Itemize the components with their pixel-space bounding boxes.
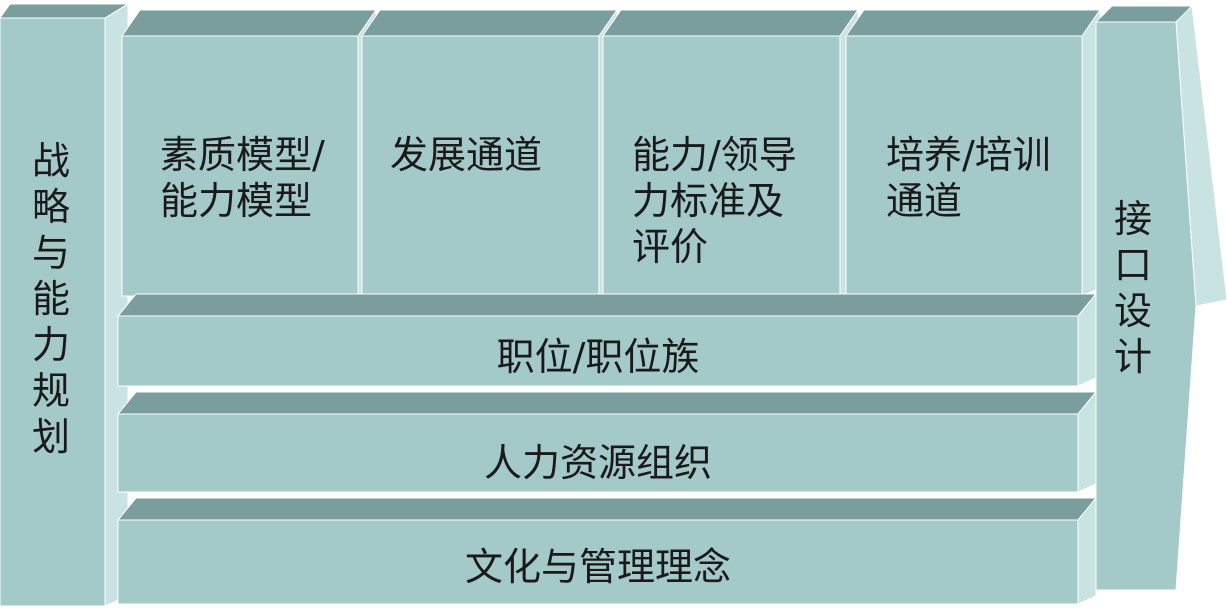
layer-3 [116, 496, 1098, 605]
layer-1 [116, 292, 1098, 387]
layer-2 [116, 390, 1098, 493]
layer-3-label: 文化与管理理念 [464, 545, 731, 589]
top-block-4-label: 培养/培训 通道 [886, 133, 1051, 223]
right-arrow-label: 接口设计 [1113, 197, 1152, 379]
left-pillar-label: 战略与能力规划 [31, 139, 70, 459]
layer-2-label: 人力资源组织 [483, 441, 712, 485]
layer-1-label: 职位/职位族 [496, 335, 700, 379]
top-block-1-label: 素质模型/ 能力模型 [160, 133, 325, 223]
top-block-3 [602, 8, 859, 297]
right-arrow [1094, 4, 1227, 591]
top-block-3-label: 能力/领导 力标准及 评价 [632, 133, 797, 269]
top-block-4 [845, 8, 1101, 297]
top-block-2-label: 发展通道 [390, 133, 543, 177]
